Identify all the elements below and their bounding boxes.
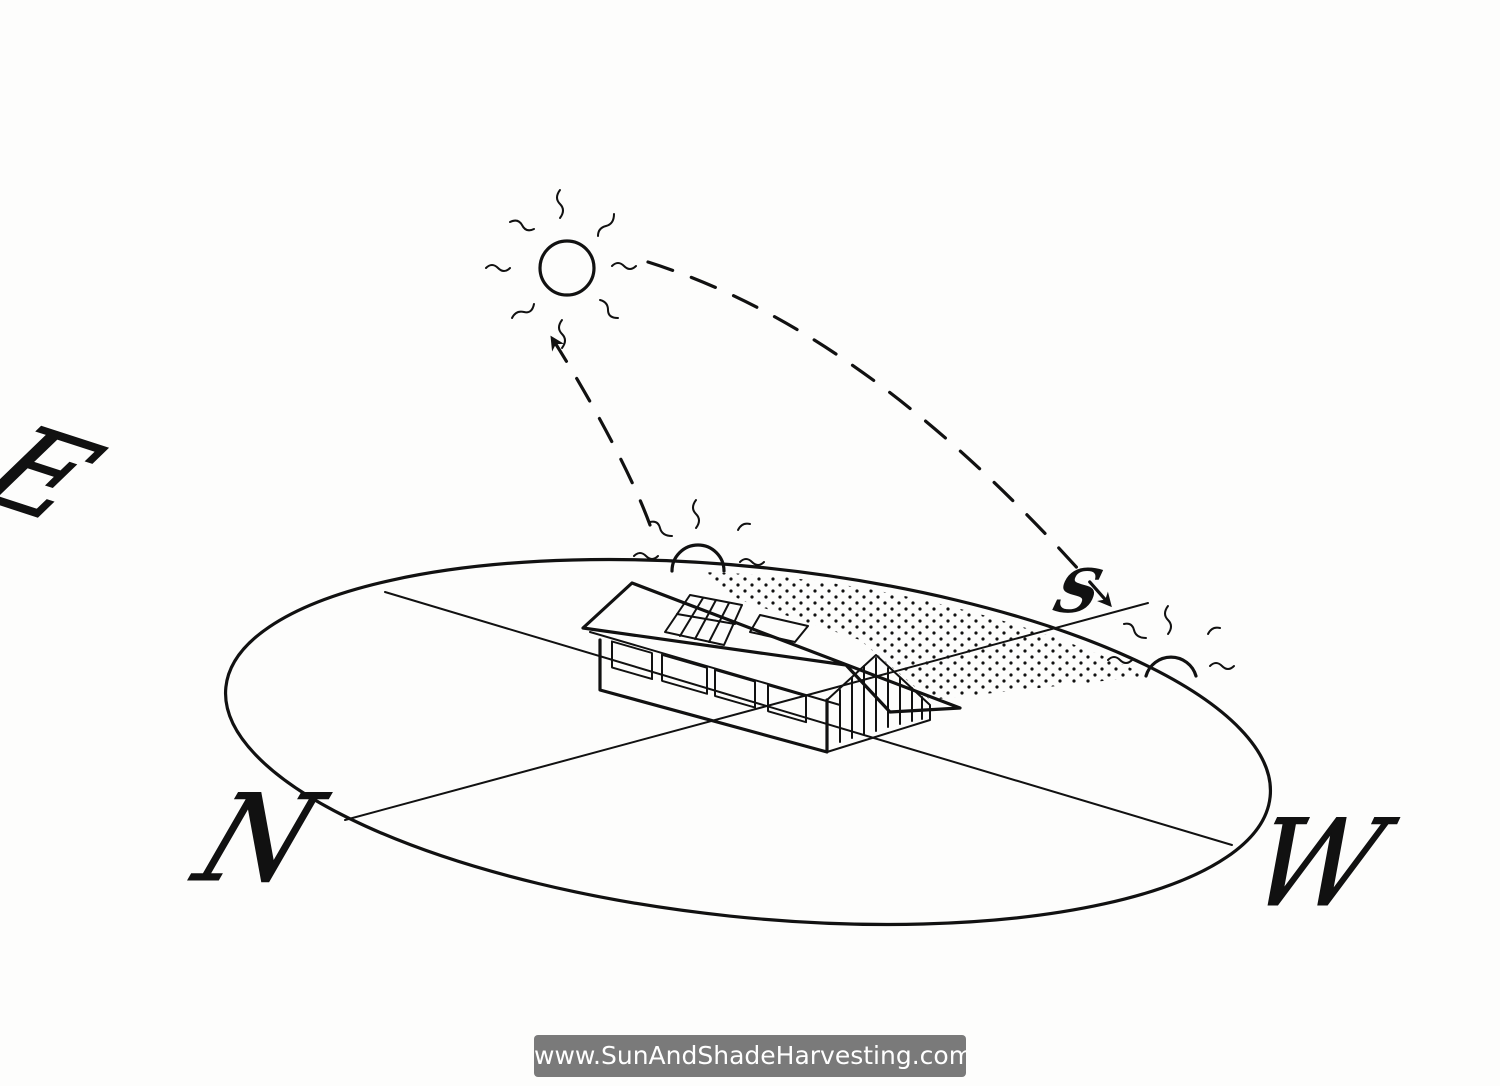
website-url-badge: www.SunAndShadeHarvesting.com: [534, 1035, 966, 1077]
setting-sun-icon: [1107, 605, 1235, 678]
morning-sun-path: [550, 335, 652, 527]
east-west-axis: [384, 591, 1233, 846]
horizon-ellipse: [223, 557, 1273, 927]
shaded-ground-area: [700, 572, 1148, 700]
house-icon: [581, 581, 962, 754]
rising-sun-icon: [633, 499, 765, 573]
sun-icon: [485, 189, 637, 349]
west-label: W: [1223, 794, 1412, 934]
east-label: E: [0, 406, 137, 543]
north-label: N: [165, 769, 351, 909]
afternoon-sun-path: [646, 260, 1112, 608]
